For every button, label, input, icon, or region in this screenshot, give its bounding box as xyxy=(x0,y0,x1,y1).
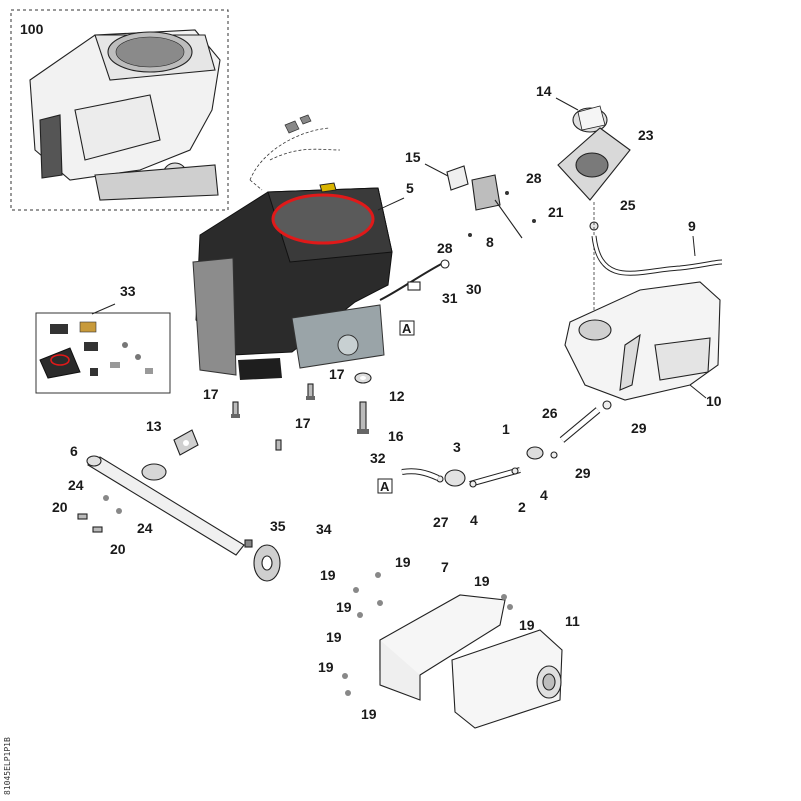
callout-100: 100 xyxy=(20,21,44,37)
flywheel-screen-highlight xyxy=(271,193,375,245)
tank-neck-plate xyxy=(557,127,631,201)
throttle-control xyxy=(446,165,536,239)
fuel-line xyxy=(591,235,723,276)
callout-34: 34 xyxy=(316,521,332,537)
callout-19-h: 19 xyxy=(361,706,377,722)
callout-19-e: 19 xyxy=(474,573,490,589)
callout-2: 2 xyxy=(518,499,526,515)
callout-24-bottom: 24 xyxy=(137,520,153,536)
callout-15: 15 xyxy=(405,149,421,165)
muffler xyxy=(451,629,563,729)
callout-9: 9 xyxy=(688,218,696,234)
callout-5: 5 xyxy=(406,180,414,196)
callout-29-right: 29 xyxy=(631,420,647,436)
callout-17-left: 17 xyxy=(203,386,219,402)
callout-8: 8 xyxy=(486,234,494,250)
muffler-gasket xyxy=(244,539,281,582)
callout-35: 35 xyxy=(270,518,286,534)
callout-13: 13 xyxy=(146,418,162,434)
callout-16: 16 xyxy=(388,428,404,444)
exhaust-pipe xyxy=(86,455,245,556)
callout-27: 27 xyxy=(433,514,449,530)
callout-4-lower: 4 xyxy=(470,512,478,528)
wiring-harness xyxy=(249,114,341,191)
callout-19-g: 19 xyxy=(318,659,334,675)
callout-19-d: 19 xyxy=(326,629,342,645)
callout-19-c: 19 xyxy=(336,599,352,615)
muffler-heat-shield xyxy=(379,594,506,701)
fuel-tank xyxy=(564,281,721,401)
callout-28-bottom: 28 xyxy=(437,240,453,256)
callout-20-bottom: 20 xyxy=(110,541,126,557)
engine-assembly-inset xyxy=(10,9,229,211)
callout-17-bottom: 17 xyxy=(295,415,311,431)
gasket-kit-box xyxy=(35,312,171,394)
callout-31: 31 xyxy=(442,290,458,306)
exhaust-gasket xyxy=(173,429,199,456)
callout-11: 11 xyxy=(565,613,580,629)
callout-23: 23 xyxy=(638,127,654,143)
callout-20-top: 20 xyxy=(52,499,68,515)
callout-30: 30 xyxy=(466,281,482,297)
connector-a-bottom: A xyxy=(380,479,390,494)
mount-bolts xyxy=(231,372,372,451)
callout-4-right: 4 xyxy=(540,487,548,503)
callout-26: 26 xyxy=(542,405,558,421)
callout-29-lower: 29 xyxy=(575,465,591,481)
callout-7: 7 xyxy=(441,559,449,575)
callout-1: 1 xyxy=(502,421,510,437)
control-cable xyxy=(379,259,450,301)
callout-12: 12 xyxy=(389,388,405,404)
callout-19-a: 19 xyxy=(395,554,411,570)
callout-10: 10 xyxy=(706,393,722,409)
callout-14: 14 xyxy=(536,83,552,99)
fuel-filter-assembly xyxy=(401,400,612,488)
callout-28-top: 28 xyxy=(526,170,542,186)
connector-a-top: A xyxy=(402,321,412,336)
fuel-cap xyxy=(572,105,608,133)
callout-19-f: 19 xyxy=(519,617,535,633)
callout-21: 21 xyxy=(548,204,564,220)
shield-bolts xyxy=(342,572,513,696)
engine-shroud xyxy=(192,182,393,380)
callout-19-b: 19 xyxy=(320,567,336,583)
callout-17-middle: 17 xyxy=(329,366,345,382)
callout-25: 25 xyxy=(620,197,636,213)
drawing-code: 81045ELP1P1B xyxy=(3,737,12,795)
callout-24-top: 24 xyxy=(68,477,84,493)
callout-3: 3 xyxy=(453,439,461,455)
callout-6: 6 xyxy=(70,443,78,459)
callout-33: 33 xyxy=(120,283,136,299)
callout-32: 32 xyxy=(370,450,386,466)
